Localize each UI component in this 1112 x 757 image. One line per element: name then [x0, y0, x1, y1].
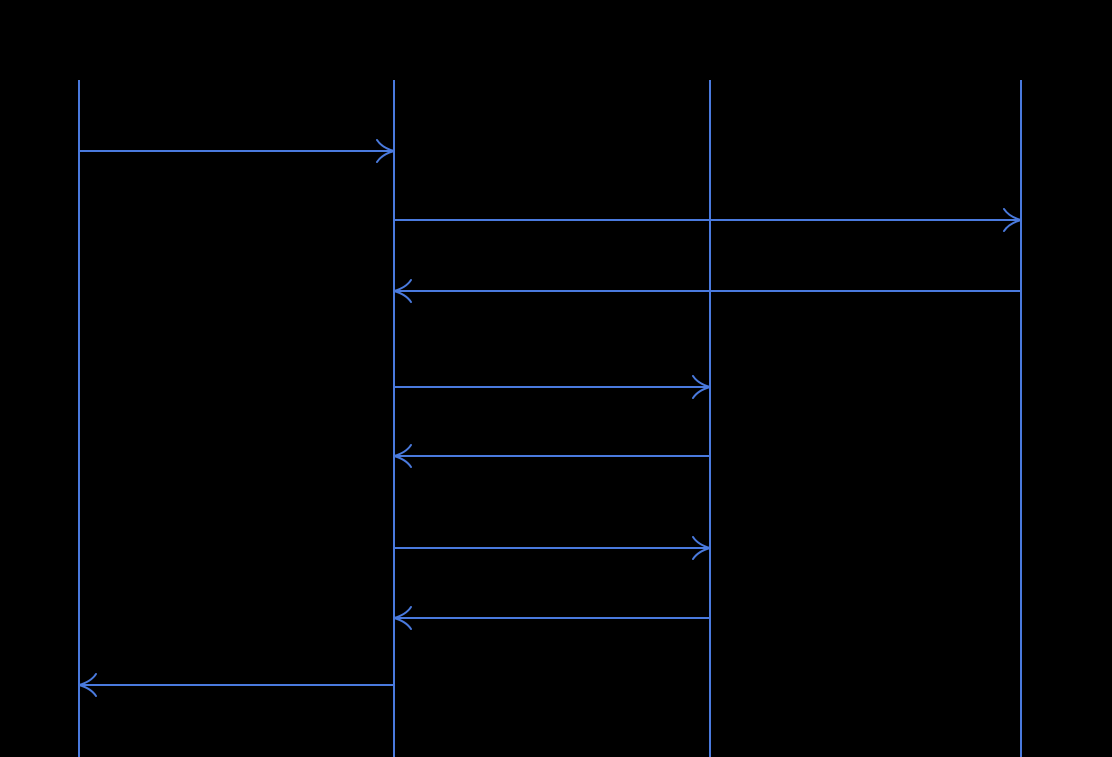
message-arrowhead-8: [78, 673, 97, 697]
message-5[interactable]: [393, 444, 710, 468]
message-arrowhead-5: [393, 444, 412, 468]
message-6[interactable]: [394, 536, 711, 560]
message-arrowhead-1: [376, 139, 395, 163]
message-3[interactable]: [393, 279, 1021, 303]
message-arrowhead-7: [393, 606, 412, 630]
message-4[interactable]: [394, 375, 711, 399]
message-8[interactable]: [78, 673, 394, 697]
message-arrowhead-4: [692, 375, 711, 399]
messages-layer: [78, 139, 1022, 697]
message-7[interactable]: [393, 606, 710, 630]
message-arrowhead-2: [1003, 208, 1022, 232]
message-2[interactable]: [394, 208, 1022, 232]
message-arrowhead-6: [692, 536, 711, 560]
message-1[interactable]: [79, 139, 395, 163]
message-arrowhead-3: [393, 279, 412, 303]
participants-layer: [78, 80, 1022, 757]
